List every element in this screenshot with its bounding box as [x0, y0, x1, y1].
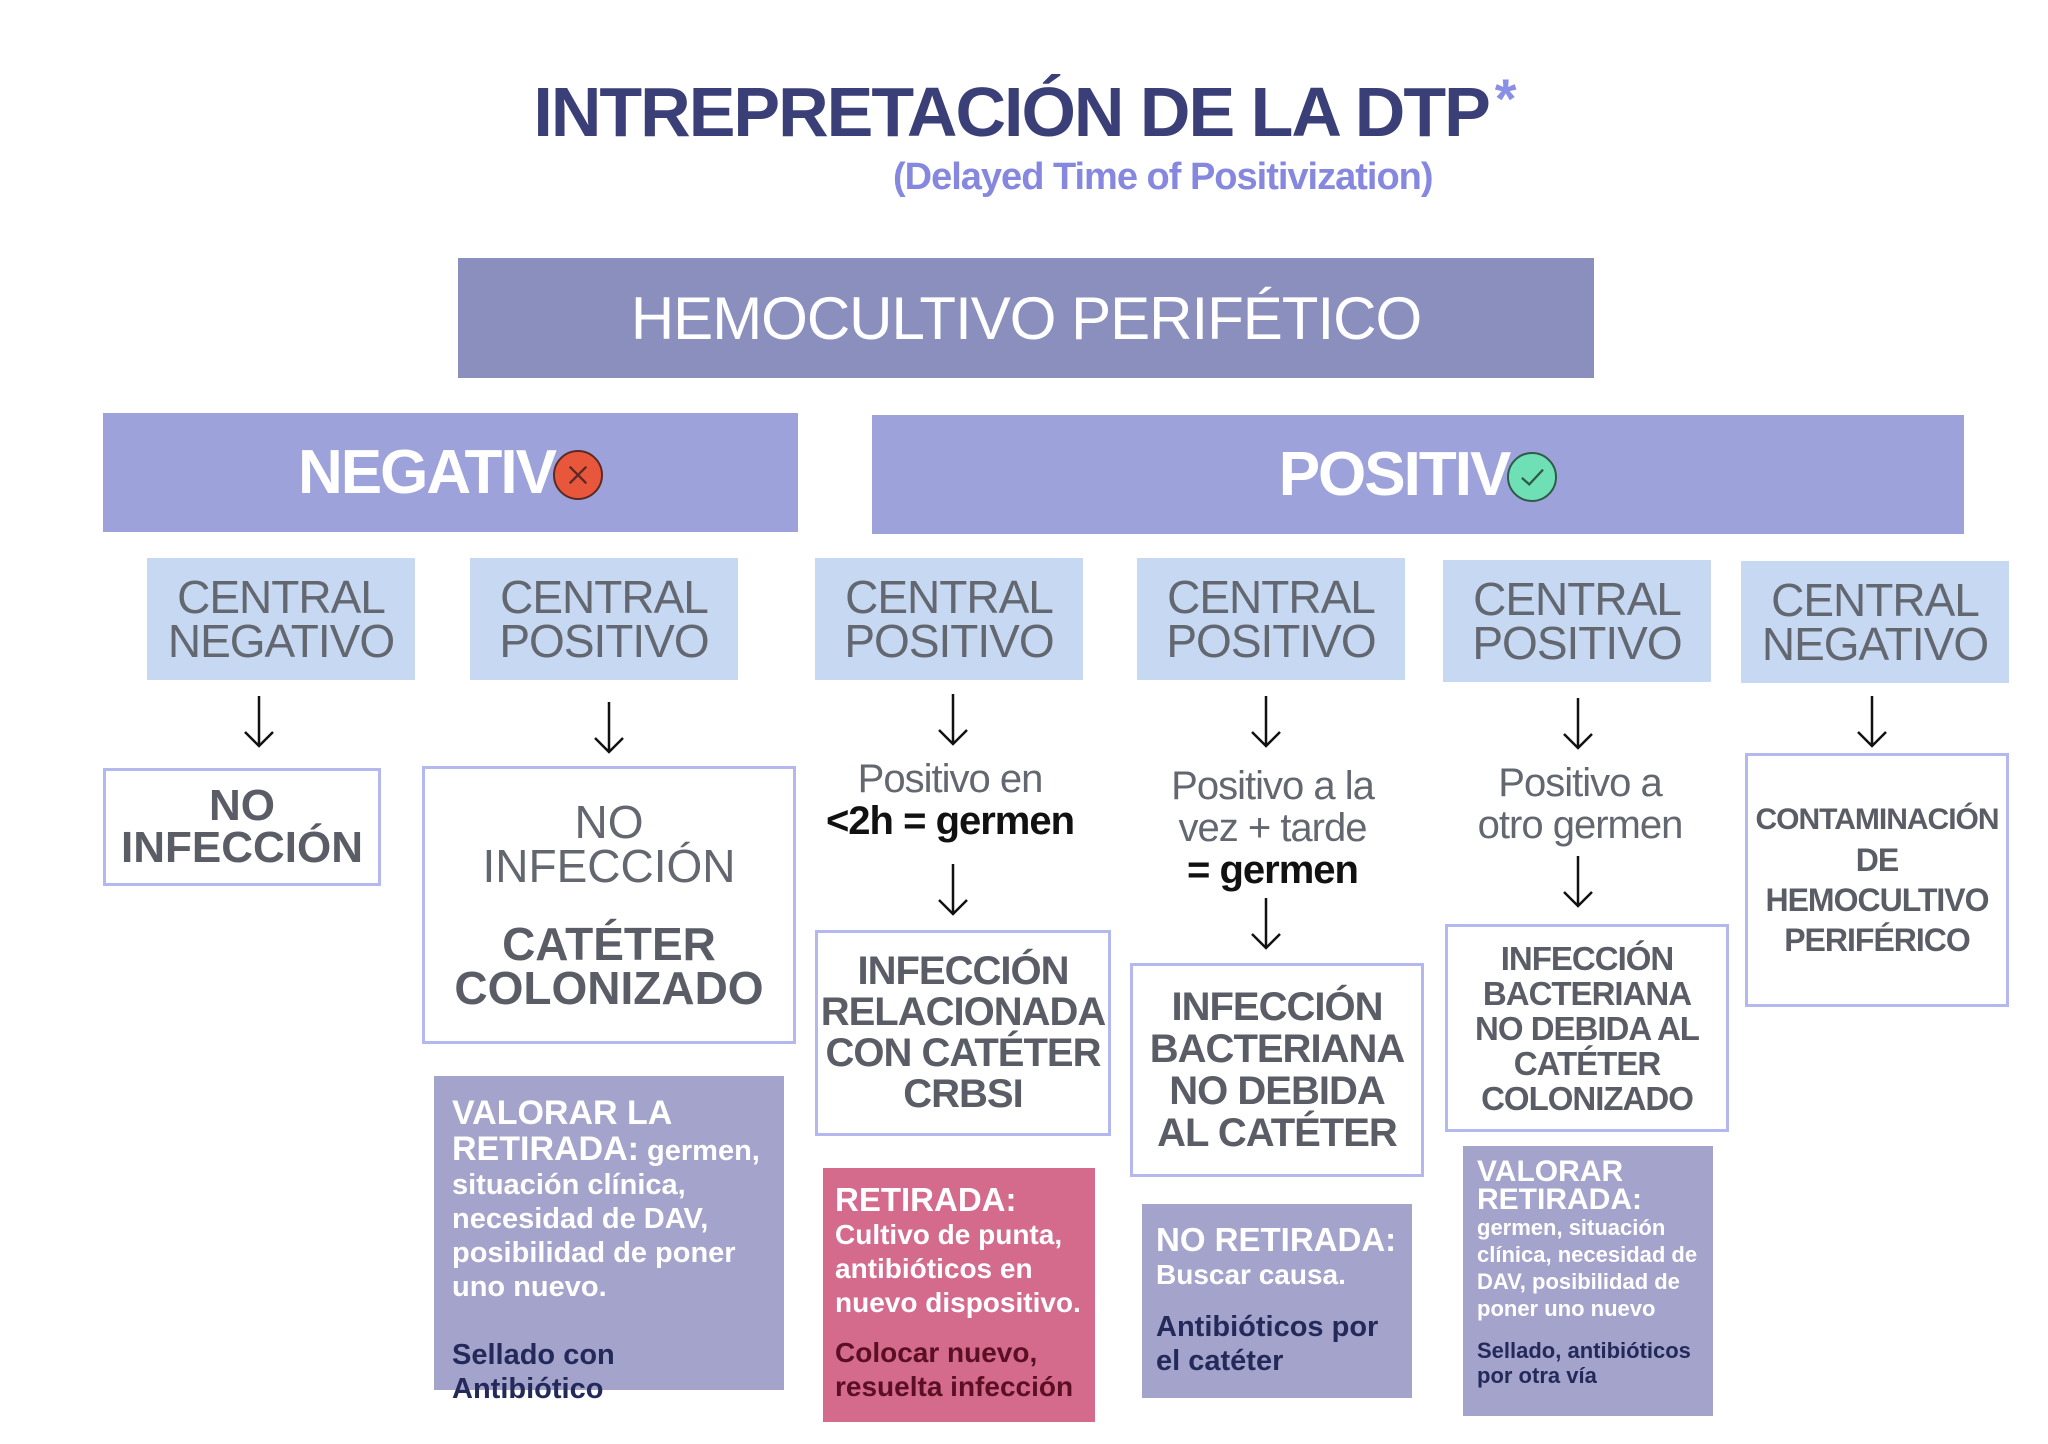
result-colonizado-node: INFECCIÓN BACTERIANA NO DEBIDA AL CATÉTE…	[1445, 924, 1729, 1132]
central-value: POSITIVO	[1166, 615, 1376, 667]
note-body: germen, situación clínica, necesidad de …	[1477, 1215, 1698, 1321]
statement-line: Positivo a	[1498, 761, 1662, 805]
statement-bold: = germen	[1187, 848, 1359, 892]
result-line: NO DEBIDA	[1169, 1069, 1385, 1113]
statement-line: otro germen	[1477, 803, 1684, 847]
page-subtitle: (Delayed Time of Positivization)	[893, 156, 1434, 198]
statement-line: vez + tarde	[1178, 806, 1367, 850]
result-line: CATÉTER	[502, 918, 716, 970]
positivo-node: POSITIV	[872, 415, 1964, 534]
arrow-down-icon	[1246, 694, 1286, 750]
note-footer: Antibióticos por el catéter	[1156, 1311, 1379, 1377]
title-text: INTREPRETACIÓN DE LA DTP	[533, 73, 1490, 151]
title-asterisk: *	[1494, 67, 1517, 130]
central-label: CENTRAL	[177, 571, 386, 623]
page-title: INTREPRETACIÓN DE LA DTP*	[0, 67, 2048, 152]
arrow-down-icon	[933, 692, 973, 748]
statement-positivo-2h: Positivo en <2h = germen	[800, 758, 1100, 842]
statement-positivo-otro-germen: Positivo a otro germen	[1430, 762, 1730, 846]
central-label: CENTRAL	[845, 571, 1054, 623]
central-value: NEGATIVO	[1761, 618, 1989, 670]
root-node: HEMOCULTIVO PERIFÉTICO	[458, 258, 1594, 378]
result-line: HEMOCULTIVO	[1765, 882, 1989, 918]
note-footer: Sellado con Antibiótico	[452, 1339, 615, 1405]
note-lead: NO RETIRADA:	[1156, 1221, 1397, 1258]
note-no-retirada: NO RETIRADA: Buscar causa. Antibióticos …	[1142, 1204, 1412, 1398]
positivo-label: POSITIV	[1278, 440, 1512, 509]
negativo-node: NEGATIV	[103, 413, 798, 532]
result-line: INFECCIÓN	[857, 949, 1070, 993]
statement-line: Positivo a la	[1171, 764, 1375, 808]
central-label: CENTRAL	[500, 571, 709, 623]
arrow-down-icon	[1852, 694, 1892, 750]
result-line: INFECCIÓN	[1500, 939, 1674, 977]
statement-line: Positivo en	[857, 757, 1044, 801]
result-no-infeccion-node: NO INFECCIÓN	[103, 768, 381, 886]
check-circle-icon	[1507, 451, 1558, 502]
result-line: CON CATÉTER	[825, 1031, 1102, 1075]
central-label: CENTRAL	[1473, 573, 1682, 625]
result-line: COLONIZADO	[454, 962, 764, 1014]
result-line: PERIFÉRICO	[1784, 922, 1971, 958]
note-retirada: RETIRADA: Cultivo de punta, antibióticos…	[823, 1168, 1095, 1422]
central-value: POSITIVO	[844, 615, 1054, 667]
result-line: NO	[209, 781, 275, 830]
x-circle-icon	[552, 449, 603, 500]
result-line: CONTAMINACIÓN	[1755, 803, 1999, 836]
result-line: AL CATÉTER	[1157, 1111, 1398, 1155]
result-line: NO DEBIDA AL	[1475, 1009, 1700, 1047]
statement-positivo-vez-tarde: Positivo a la vez + tarde = germen	[1120, 765, 1425, 891]
central-label: CENTRAL	[1167, 571, 1376, 623]
result-line: NO	[574, 796, 644, 848]
statement-bold: <2h = germen	[825, 799, 1075, 843]
result-line: INFECCIÓN	[121, 823, 363, 872]
note-footer: Sellado, antibióticos por otra vía	[1477, 1338, 1691, 1388]
note-body: Cultivo de punta, antibióticos en nuevo …	[835, 1219, 1081, 1318]
note-valorar-retirada: VALORAR LA RETIRADA: germen, situación c…	[434, 1076, 784, 1405]
note-lead: RETIRADA:	[835, 1181, 1017, 1218]
arrow-down-icon	[1246, 896, 1286, 952]
result-cateter-colonizado-node: NO INFECCIÓN CATÉTER COLONIZADO	[422, 766, 796, 1044]
result-line: RELACIONADA	[820, 990, 1107, 1034]
result-contaminacion-node: CONTAMINACIÓN DE HEMOCULTIVO PERIFÉRICO	[1745, 753, 2009, 1007]
central-value: POSITIVO	[1472, 617, 1682, 669]
result-no-debida-node: INFECCIÓN BACTERIANA NO DEBIDA AL CATÉTE…	[1130, 963, 1424, 1177]
result-line: CRBSI	[903, 1072, 1023, 1116]
arrow-down-icon	[933, 862, 973, 918]
result-line: BACTERIANA	[1482, 974, 1692, 1012]
arrow-down-icon	[1558, 854, 1598, 910]
result-line: INFECCIÓN	[1171, 985, 1384, 1029]
note-lead: VALORAR RETIRADA:	[1477, 1155, 1642, 1216]
note-body: germen, situación clínica, necesidad de …	[452, 1135, 760, 1303]
result-line: CATÉTER	[1513, 1044, 1661, 1082]
central-value: NEGATIVO	[167, 615, 395, 667]
central-value: POSITIVO	[499, 615, 709, 667]
result-line: COLONIZADO	[1481, 1079, 1694, 1117]
arrow-down-icon	[239, 694, 279, 750]
note-footer: Colocar nuevo, resuelta infección	[835, 1337, 1074, 1402]
negativo-label: NEGATIV	[298, 438, 557, 507]
note-valorar-retirada-2: VALORAR RETIRADA: germen, situación clín…	[1463, 1146, 1713, 1416]
arrow-down-icon	[1558, 696, 1598, 752]
note-body: Buscar causa.	[1156, 1259, 1346, 1290]
note-lead: VALORAR LA RETIRADA:	[452, 1094, 672, 1168]
result-line: DE	[1855, 842, 1899, 878]
central-label: CENTRAL	[1771, 574, 1980, 626]
arrow-down-icon	[589, 700, 629, 756]
result-crbsi-node: INFECCIÓN RELACIONADA CON CATÉTER CRBSI	[815, 930, 1111, 1136]
result-line: INFECCIÓN	[482, 840, 736, 892]
result-line: BACTERIANA	[1149, 1027, 1405, 1071]
